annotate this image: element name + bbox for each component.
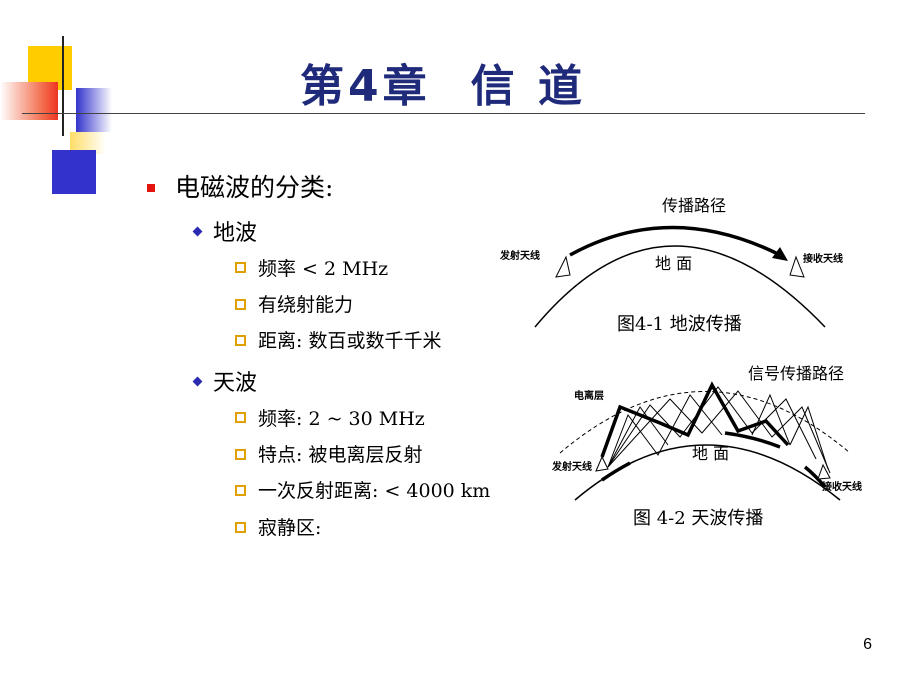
deco-blue-square [52,150,96,194]
deco-red-gradient-bar [0,82,58,120]
sky-wave-item: 一次反射距离: < 4000 km [258,480,491,502]
bullet-hollow-square-icon [235,485,246,496]
bullet-square-icon [147,184,155,192]
tx-antenna-icon [595,455,609,472]
ground-wave-diagram [534,225,826,328]
propagation-path-arrow [569,225,781,257]
bullet-hollow-square-icon [235,299,246,310]
fig2-ground-label: 地 面 [692,444,730,463]
ionosphere-arc [559,391,851,454]
bullet-hollow-square-icon [235,262,246,273]
fig2-ionosphere-label: 电离层 [574,391,604,402]
fig1-ground-label: 地 面 [655,254,693,273]
slide-title: 第4章信 道 [300,50,586,114]
fig2-tx-label: 发射天线 [552,462,592,473]
sky-wave-item: 寂静区: [258,517,322,539]
section-heading: 电磁波的分类: [175,173,334,202]
fig2-rx-label: 接收天线 [822,482,862,493]
fig2-path-label: 信号传播路径 [748,364,845,383]
deco-yellow-gradient-bar [70,132,106,154]
ground-wave-label: 地波 [213,221,258,246]
deco-vertical-line [62,36,64,136]
bullet-diamond-icon [192,376,203,387]
fig2-caption: 图 4-2 天波传播 [633,508,764,529]
main-signal-path [600,381,790,458]
ground-wave-item: 有绕射能力 [258,294,354,316]
title-underline [22,113,865,114]
ground-wave-item: 频率 < 2 MHz [258,258,389,280]
page-number: 6 [863,636,872,653]
fig1-rx-label: 接收天线 [803,254,843,265]
earth-surface-arc [534,245,826,328]
arrowhead-icon [772,247,788,261]
title-chapter: 第4章 [300,61,431,112]
fig1-path-label: 传播路径 [662,196,727,215]
rx-antenna-icon [817,463,831,480]
sky-wave-diagram [559,381,851,501]
sky-wave-label: 天波 [213,371,258,396]
bullet-diamond-icon [192,226,203,237]
bullet-hollow-square-icon [235,522,246,533]
bullet-hollow-square-icon [235,449,246,460]
fig1-tx-label: 发射天线 [500,251,540,262]
ground-wave-item: 距离: 数百或数千千米 [258,330,442,352]
fig1-caption: 图4-1 地波传播 [617,314,742,335]
title-topic: 信 道 [470,61,586,112]
tx-antenna-icon [555,255,571,278]
rx-antenna-icon [789,255,805,278]
bullet-hollow-square-icon [235,412,246,423]
deco-blue-gradient-bar [76,88,112,132]
sky-wave-item: 特点: 被电离层反射 [258,444,423,466]
bullet-hollow-square-icon [235,335,246,346]
sky-wave-item: 频率: 2 ~ 30 MHz [258,408,425,430]
